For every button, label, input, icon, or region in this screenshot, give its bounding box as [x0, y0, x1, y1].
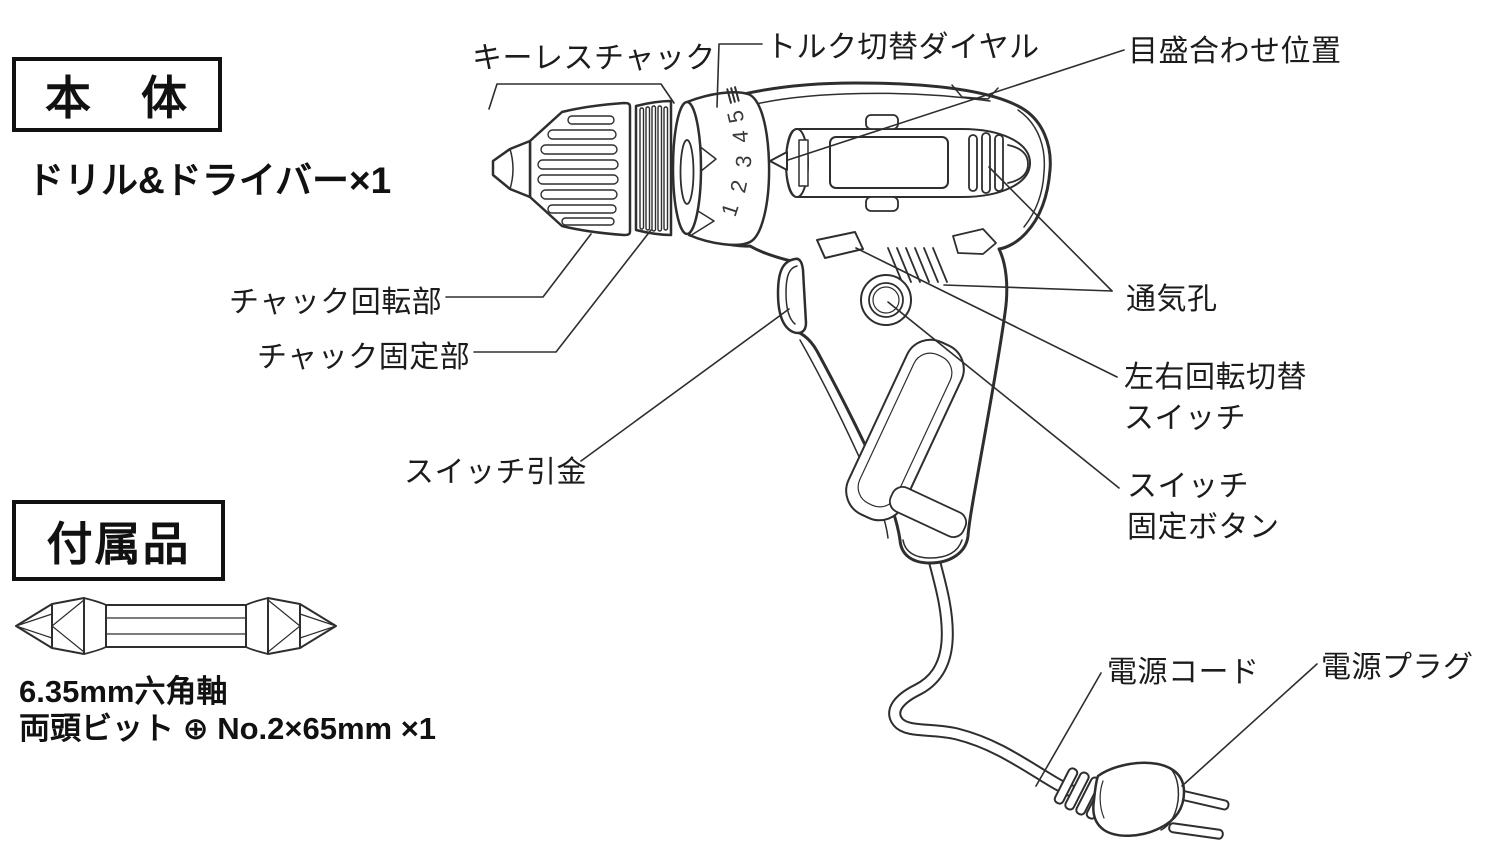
- dial-mark-5: 5: [722, 108, 749, 126]
- label-chuck-rotating: チャック回転部: [229, 286, 443, 319]
- torque-dial: [685, 86, 771, 247]
- power-cord-line: [888, 549, 1081, 799]
- grip-panel: [845, 338, 968, 538]
- accessories-header-box: 付属品: [12, 500, 225, 581]
- label-vent-holes: 通気孔: [1126, 283, 1218, 316]
- label-direction-switch-line1: 左右回転切替: [1124, 361, 1307, 394]
- chuck-rotating-part: [528, 101, 632, 237]
- bit-illustration: [15, 597, 337, 655]
- label-power-plug: 電源プラグ: [1321, 651, 1474, 684]
- chuck-collar: [671, 100, 703, 236]
- label-switch-lock-line1: スイッチ: [1127, 470, 1249, 503]
- main-unit-header: 本 体: [45, 71, 189, 124]
- label-keyless-chuck: キーレスチャック: [472, 42, 716, 75]
- label-chuck-fixed: チャック固定部: [257, 341, 471, 374]
- switch-lock-button: [860, 274, 912, 326]
- label-power-cord: 電源コード: [1107, 656, 1260, 689]
- trigger: [776, 257, 808, 335]
- rear-vents: [968, 132, 1004, 194]
- label-direction-switch: 左右回転切替 スイッチ: [1124, 357, 1307, 439]
- accessory-spec-shaft: 6.35mm六角軸: [19, 674, 228, 709]
- dial-mark-4: 4: [728, 129, 754, 143]
- accessory-spec-bit: 両頭ビット ⊕ No.2×65mm ×1: [19, 711, 437, 746]
- drill-body: [692, 81, 1052, 565]
- label-switch-trigger: スイッチ引金: [404, 456, 587, 489]
- dial-mark-3: 3: [731, 154, 757, 168]
- handle-rear-molding: [952, 228, 997, 255]
- handle-vent-hatch: [887, 247, 948, 283]
- alignment-arrow-marker: [769, 151, 788, 171]
- label-switch-lock: スイッチ 固定ボタン: [1127, 466, 1280, 548]
- leader-lines: [445, 43, 1318, 787]
- label-scale-alignment: 目盛合わせ位置: [1128, 35, 1342, 68]
- label-torque-dial: トルク切替ダイヤル: [766, 31, 1040, 64]
- direction-selector-switch: [816, 231, 864, 259]
- label-direction-switch-line2: スイッチ: [1124, 402, 1246, 435]
- accessories-header: 付属品: [46, 517, 191, 570]
- main-unit-item: ドリル&ドライバー×1: [27, 160, 392, 201]
- label-switch-lock-line2: 固定ボタン: [1127, 511, 1280, 544]
- dial-mark-2: 2: [725, 178, 752, 195]
- chuck-nose: [491, 139, 532, 199]
- chuck-fixed-part: [634, 99, 673, 237]
- power-plug-body: [1092, 761, 1186, 837]
- main-unit-header-box: 本 体: [12, 57, 222, 132]
